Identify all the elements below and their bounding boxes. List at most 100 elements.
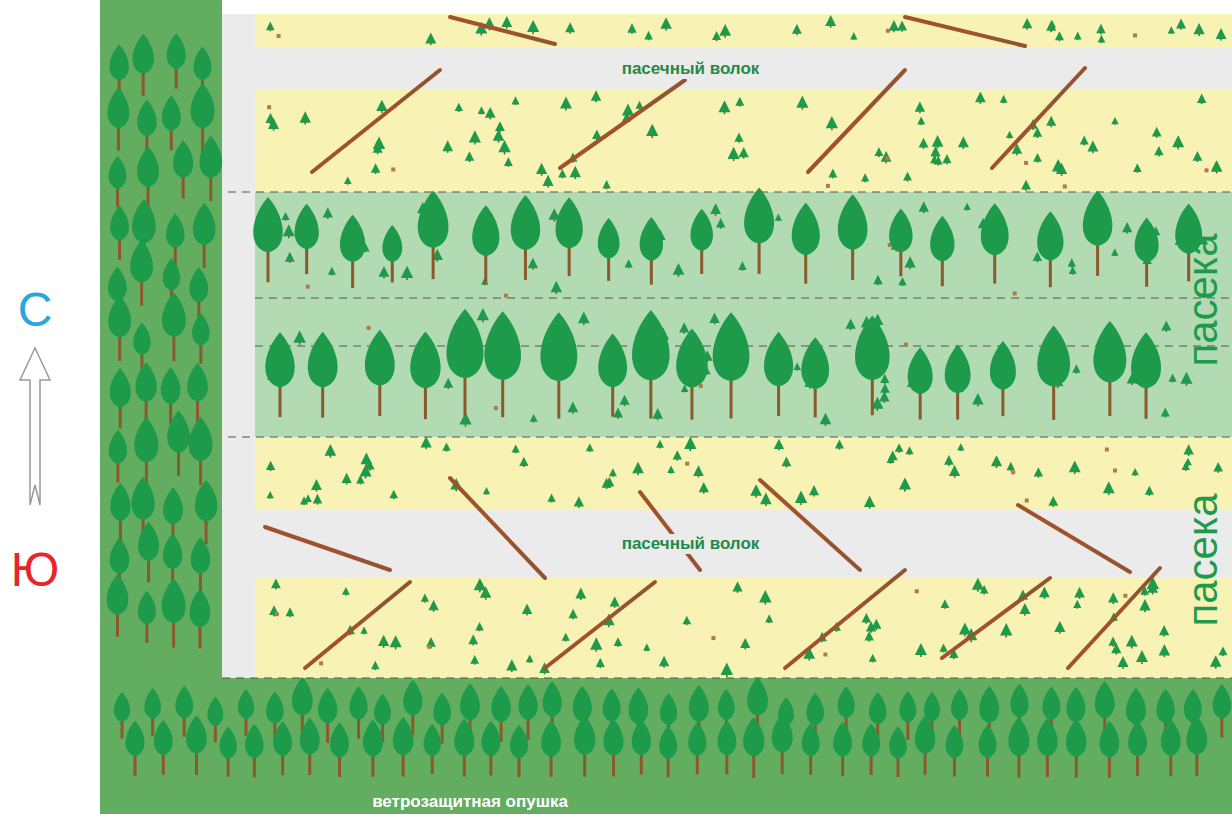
young-tree: [265, 113, 275, 124]
young-tree: [300, 111, 311, 124]
young-tree: [792, 24, 802, 35]
young-tree: [959, 622, 971, 636]
young-tree: [477, 308, 489, 322]
mature-tree: [109, 430, 127, 483]
stump: [267, 105, 271, 109]
young-tree: [782, 457, 792, 468]
young-tree: [905, 256, 916, 269]
young-tree: [719, 24, 731, 38]
young-tree: [846, 319, 856, 331]
young-tree: [903, 172, 912, 182]
mature-tree: [1008, 717, 1029, 777]
mature-tree: [424, 724, 441, 774]
young-tree: [712, 31, 721, 41]
mature-tree: [107, 88, 129, 151]
stump: [1205, 168, 1209, 172]
mature-tree: [833, 722, 852, 776]
mature-tree: [555, 197, 582, 276]
mature-tree: [802, 723, 820, 775]
young-tree: [365, 460, 375, 471]
stump: [504, 294, 508, 298]
young-tree: [1159, 644, 1170, 657]
young-tree: [590, 637, 602, 651]
young-tree: [1211, 160, 1223, 173]
stump: [886, 29, 890, 33]
young-tree: [1145, 486, 1154, 496]
mature-tree: [410, 331, 440, 419]
young-tree: [644, 31, 653, 40]
young-tree: [721, 663, 733, 678]
stump: [711, 636, 715, 640]
young-tree: [1074, 32, 1082, 40]
young-tree: [619, 395, 629, 407]
young-tree: [915, 101, 925, 113]
young-tree: [267, 491, 274, 499]
mature-tree: [1135, 218, 1159, 287]
young-tree: [1054, 621, 1065, 634]
mature-tree: [792, 203, 820, 284]
young-tree: [1073, 600, 1081, 609]
young-tree: [389, 490, 398, 500]
young-tree: [699, 482, 709, 494]
young-tree: [1159, 625, 1169, 637]
young-tree: [570, 166, 581, 179]
young-tree: [469, 130, 481, 144]
young-tree: [1147, 582, 1158, 595]
young-tree: [1193, 151, 1203, 162]
young-tree: [562, 633, 570, 642]
mature-tree: [166, 213, 184, 266]
stump: [367, 326, 371, 330]
young-tree: [421, 594, 429, 603]
mature-tree: [300, 718, 320, 775]
young-tree: [930, 146, 940, 158]
young-tree: [1000, 623, 1012, 638]
mature-tree: [1093, 321, 1126, 416]
young-tree: [528, 258, 538, 270]
young-tree: [325, 444, 337, 458]
stump: [1013, 291, 1017, 295]
young-tree: [972, 393, 983, 406]
young-tree: [895, 443, 904, 453]
young-tree: [826, 116, 838, 130]
mature-tree: [330, 723, 349, 777]
mature-tree: [220, 727, 237, 777]
young-tree: [1103, 481, 1115, 495]
mature-tree: [138, 522, 159, 583]
young-tree: [560, 97, 572, 111]
young-tree: [328, 267, 336, 276]
young-tree: [825, 15, 836, 28]
mature-tree: [189, 417, 213, 486]
young-tree: [1154, 146, 1163, 156]
mature-tree: [511, 195, 540, 280]
mature-tree: [108, 295, 131, 361]
mature-tree: [855, 315, 890, 415]
stump: [1011, 470, 1015, 474]
stump: [885, 156, 889, 160]
young-tree: [1046, 21, 1056, 32]
mature-tree: [162, 292, 186, 361]
young-tree: [527, 20, 539, 34]
compass-north: С: [18, 286, 53, 334]
young-tree: [632, 462, 644, 476]
young-tree: [709, 312, 719, 324]
young-tree: [734, 132, 743, 142]
young-tree: [673, 263, 685, 277]
stump: [494, 406, 498, 410]
young-tree: [1048, 496, 1058, 507]
young-tree: [957, 443, 964, 451]
mature-tree: [191, 537, 211, 594]
young-tree: [455, 103, 463, 112]
young-tree: [627, 23, 636, 34]
young-tree: [373, 143, 383, 155]
young-tree: [425, 32, 436, 45]
young-tree: [873, 275, 882, 286]
mature-tree: [690, 209, 713, 274]
mature-tree: [744, 187, 774, 273]
young-tree: [1098, 35, 1106, 43]
young-tree: [964, 203, 971, 211]
young-tree: [442, 140, 453, 152]
skid-trail: пасечный волок: [255, 48, 1232, 90]
compass-south: Ю: [11, 546, 60, 594]
stump: [823, 653, 827, 657]
